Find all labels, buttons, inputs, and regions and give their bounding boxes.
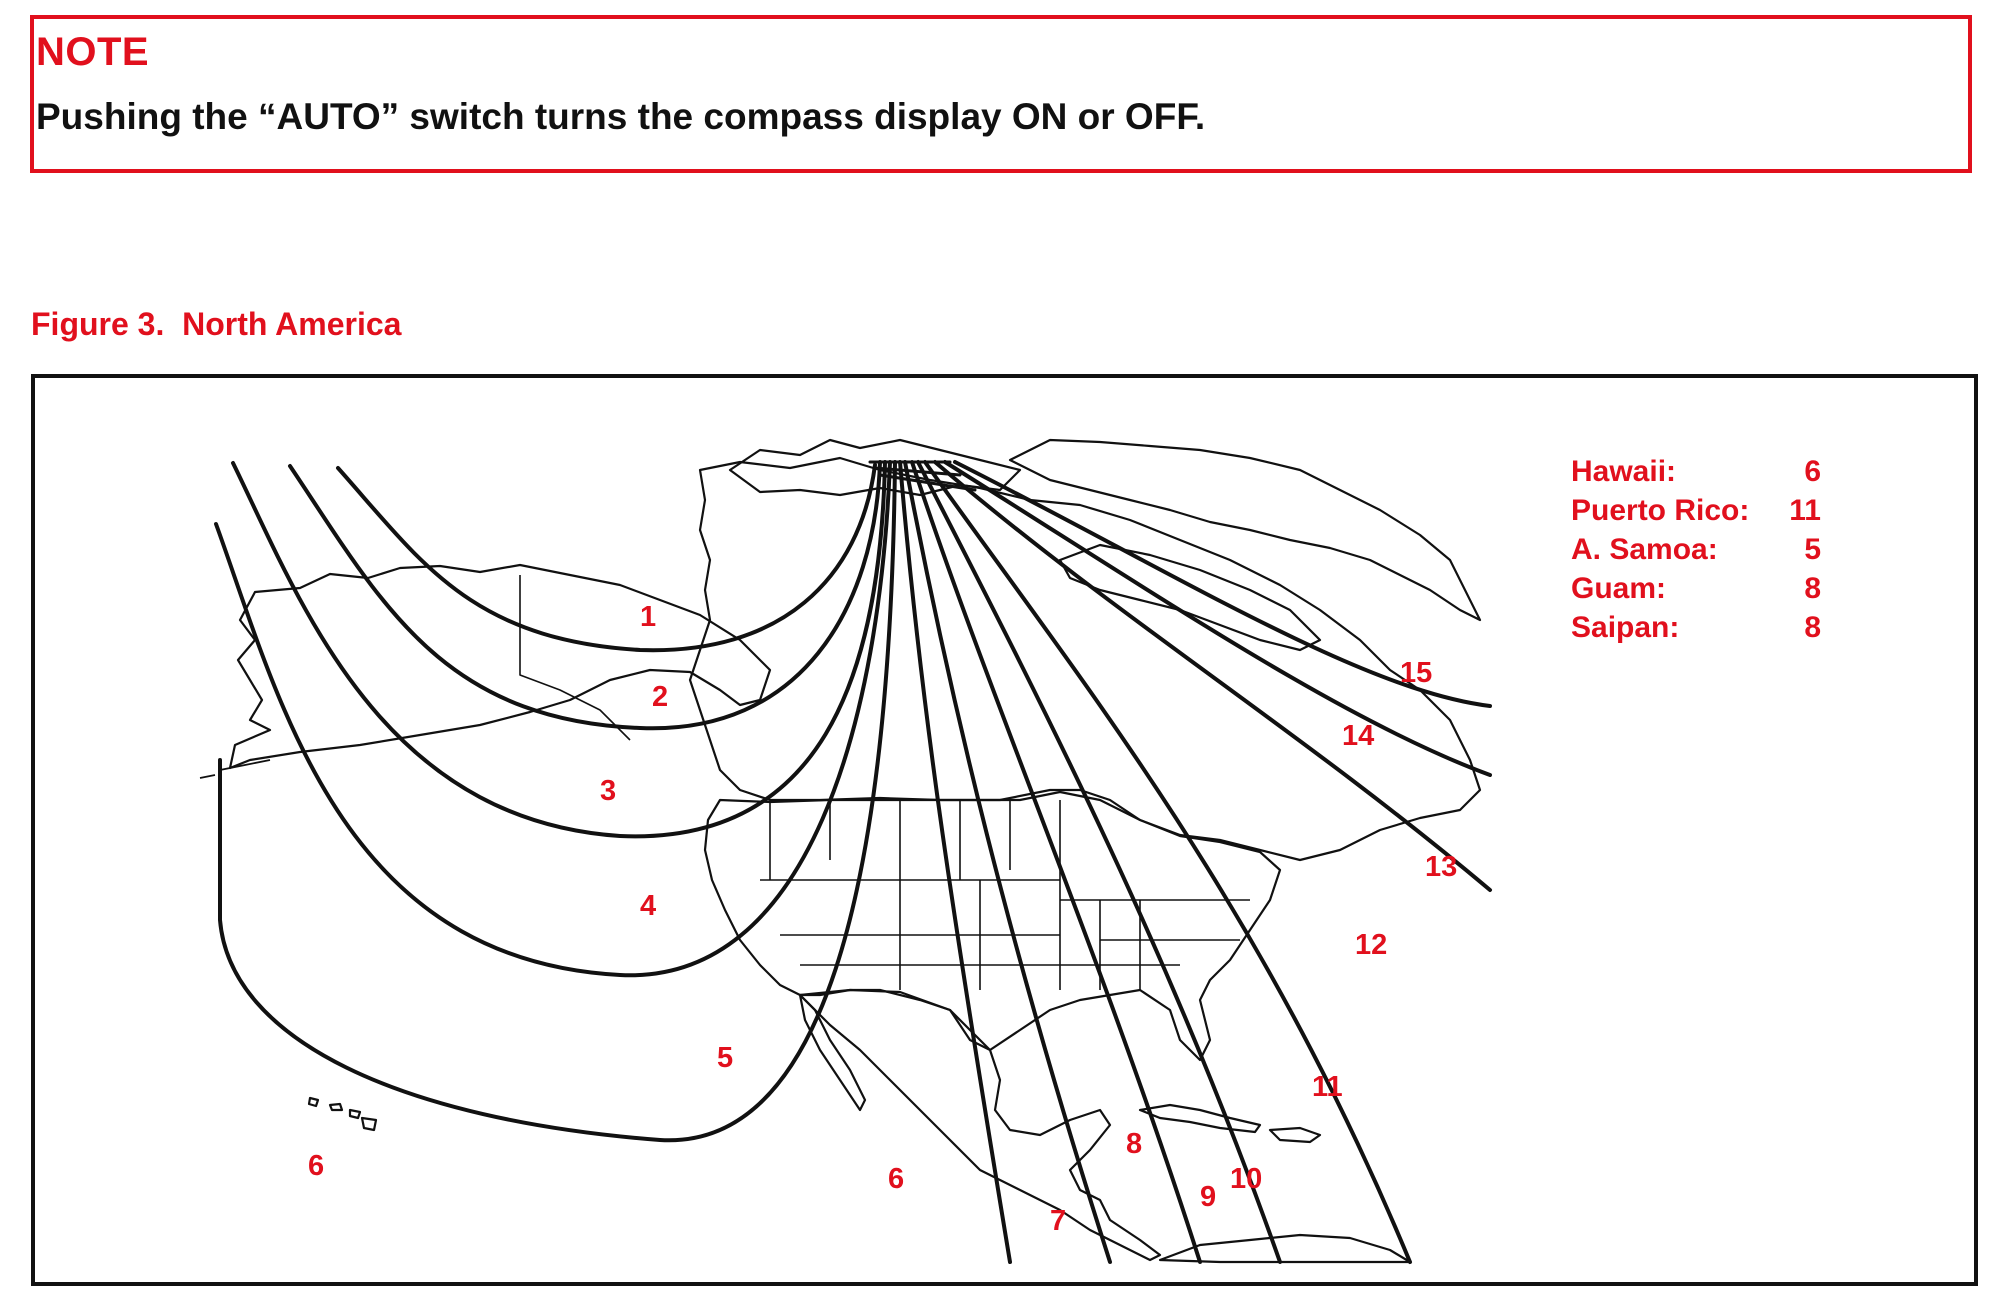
legend-row: Hawaii: 6 — [1571, 455, 1821, 494]
zone-line — [910, 460, 1202, 1264]
zone-label: 8 — [1126, 1128, 1142, 1160]
zone-label: 11 — [1312, 1071, 1343, 1103]
zone-label: 3 — [600, 775, 616, 807]
legend-name: Saipan: — [1571, 611, 1680, 644]
mexico-outline — [798, 988, 1162, 1262]
zone-label: 13 — [1425, 851, 1457, 883]
baffin-island — [1058, 543, 1322, 652]
figure-caption: Figure 3. North America — [31, 306, 402, 342]
zone-label: 6 — [308, 1150, 324, 1182]
baja-california — [798, 993, 867, 1112]
zone-line — [923, 460, 1412, 1264]
arctic-islands — [728, 438, 1022, 497]
zone-label: 5 — [717, 1042, 733, 1074]
zone-label: 10 — [1230, 1163, 1262, 1195]
note-text: Pushing the “AUTO” switch turns the comp… — [36, 96, 1206, 137]
zone-line — [943, 460, 1492, 777]
legend-row: Saipan: 8 — [1571, 611, 1821, 650]
alaska-canada-border — [519, 575, 631, 741]
legend-value: 11 — [1789, 494, 1821, 527]
legend-value: 8 — [1804, 611, 1821, 644]
cuba-outline — [1138, 1103, 1262, 1134]
note-title: NOTE — [36, 30, 150, 74]
zone-line — [288, 460, 882, 731]
legend-name: Puerto Rico: — [1571, 494, 1750, 527]
legend-row: Guam: 8 — [1571, 572, 1821, 611]
legend-name: A. Samoa: — [1571, 533, 1718, 566]
zone-labels: 1 2 3 4 5 6 6 7 8 9 10 11 12 13 14 15 — [308, 601, 1457, 1237]
canada-outline — [688, 456, 1482, 862]
zone-line — [218, 460, 897, 1143]
legend-value: 6 — [1804, 455, 1821, 488]
zone-label: 2 — [652, 681, 668, 713]
legend-name: Hawaii: — [1571, 455, 1677, 488]
zone-line — [953, 460, 1492, 708]
zone-label: 6 — [888, 1163, 904, 1195]
zone-label: 15 — [1400, 657, 1432, 689]
south-america-outline — [1158, 1233, 1412, 1264]
zone-line — [916, 460, 1282, 1264]
zone-line — [214, 460, 892, 978]
land-outlines — [199, 438, 1482, 1264]
zone-line — [336, 463, 877, 653]
note-box — [30, 15, 1972, 173]
zone-label: 1 — [640, 601, 656, 633]
alaska-outline — [228, 563, 772, 770]
zone-label: 9 — [1200, 1181, 1216, 1213]
map-frame — [31, 374, 1978, 1286]
zone-line — [898, 460, 1012, 1264]
zone-lines — [214, 460, 1492, 1264]
legend-row: Puerto Rico: 11 — [1571, 494, 1821, 533]
zone-label: 7 — [1050, 1205, 1066, 1237]
aleutian-islands — [199, 759, 271, 779]
greenland-outline — [1008, 438, 1482, 622]
hispaniola-outline — [1268, 1126, 1322, 1144]
legend-value: 8 — [1804, 572, 1821, 605]
zone-line — [933, 460, 1492, 892]
legend-row: A. Samoa: 5 — [1571, 533, 1821, 572]
zone-label: 14 — [1342, 720, 1374, 752]
pole-fan — [868, 460, 977, 492]
hawaii-islands — [307, 1096, 378, 1132]
legend: Hawaii: 6 Puerto Rico: 11 A. Samoa: 5 Gu… — [1571, 455, 1821, 650]
zone-label: 12 — [1355, 929, 1387, 961]
legend-value: 5 — [1804, 533, 1821, 566]
legend-name: Guam: — [1571, 572, 1667, 605]
state-lines — [760, 800, 1250, 990]
zone-line — [903, 460, 1112, 1264]
usa-outline — [703, 790, 1282, 1062]
zone-line — [231, 460, 887, 839]
zone-label: 4 — [640, 890, 656, 922]
